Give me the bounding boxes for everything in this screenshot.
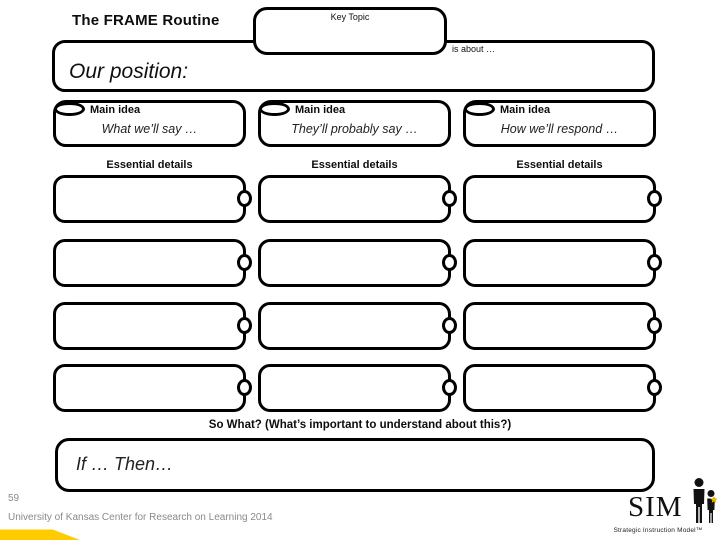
- detail-box: [258, 175, 457, 223]
- main-idea-tab-oval-icon: [259, 102, 290, 116]
- detail-box: [258, 302, 457, 350]
- detail-box: [53, 175, 252, 223]
- so-what-label: So What? (What’s important to understand…: [208, 419, 512, 431]
- detail-box: [53, 239, 252, 287]
- column-they-say: Main idea They’ll probably say … Essenti…: [258, 100, 457, 430]
- essential-details-label: Essential details: [516, 159, 603, 171]
- is-about-label: is about …: [452, 44, 496, 54]
- detail-box: [258, 364, 457, 412]
- column-we-respond: Main idea How we’ll respond … Essential …: [463, 100, 662, 430]
- connector-circle-icon: [647, 190, 662, 207]
- main-idea-prompt: They’ll probably say …: [291, 122, 418, 136]
- detail-box: [463, 175, 662, 223]
- detail-box: [463, 302, 662, 350]
- connector-circle-icon: [442, 317, 457, 334]
- main-idea-box: Main idea How we’ll respond …: [463, 100, 656, 147]
- main-idea-label: Main idea: [90, 104, 141, 116]
- main-idea-label: Main idea: [295, 104, 346, 116]
- connector-circle-icon: [647, 254, 662, 271]
- sim-logo: SIM Strategic Instruction Model™: [598, 477, 718, 537]
- accent-swoosh-icon: [0, 529, 80, 540]
- our-position-label: Our position:: [69, 60, 189, 83]
- main-idea-tab-oval-icon: [464, 102, 495, 116]
- main-idea-prompt: How we’ll respond …: [500, 122, 619, 136]
- sim-wordmark: SIM: [628, 491, 683, 523]
- detail-box: [258, 239, 457, 287]
- key-topic-box: Key Topic: [253, 7, 447, 55]
- main-idea-tab-oval-icon: [54, 102, 85, 116]
- column-what-we-say: Main idea What we’ll say … Essential det…: [53, 100, 252, 430]
- sim-tagline: Strategic Instruction Model™: [613, 527, 703, 534]
- essential-details-label: Essential details: [106, 159, 193, 171]
- slide-title: The FRAME Routine: [72, 12, 220, 29]
- detail-box: [463, 364, 662, 412]
- connector-circle-icon: [237, 317, 252, 334]
- essential-details-label: Essential details: [311, 159, 398, 171]
- attribution: University of Kansas Center for Research…: [8, 512, 273, 523]
- connector-circle-icon: [647, 379, 662, 396]
- main-idea-box: Main idea What we’ll say …: [53, 100, 246, 147]
- detail-box: [53, 302, 252, 350]
- connector-circle-icon: [442, 379, 457, 396]
- key-topic-label: Key Topic: [330, 12, 370, 22]
- connector-circle-icon: [237, 190, 252, 207]
- connector-circle-icon: [442, 254, 457, 271]
- main-idea-label: Main idea: [500, 104, 551, 116]
- detail-box: [463, 239, 662, 287]
- connector-circle-icon: [647, 317, 662, 334]
- connector-circle-icon: [237, 254, 252, 271]
- connector-circle-icon: [442, 190, 457, 207]
- main-idea-box: Main idea They’ll probably say …: [258, 100, 451, 147]
- detail-box: [53, 364, 252, 412]
- if-then-box: If … Then…: [55, 438, 655, 492]
- main-idea-prompt: What we’ll say …: [101, 122, 198, 136]
- sim-figures-icon: [693, 478, 718, 523]
- page-number: 59: [8, 493, 20, 504]
- connector-circle-icon: [237, 379, 252, 396]
- sim-star-icon: [710, 496, 718, 503]
- if-then-label: If … Then…: [76, 454, 174, 474]
